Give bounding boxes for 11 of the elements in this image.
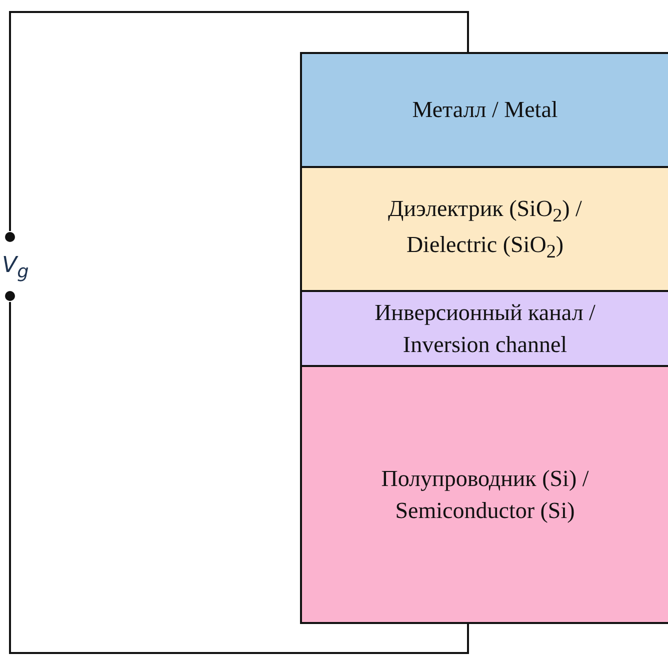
voltage-label: V$_{g}$ (2, 253, 29, 282)
dielectric-layer (300, 166, 668, 292)
metal-layer (300, 52, 668, 168)
semiconductor-layer (300, 365, 668, 624)
wire (9, 11, 469, 231)
layer-label: Инверсионный канал / Inversion channel (374, 299, 596, 358)
wire (9, 302, 469, 654)
layer-label: Металл / Metal (411, 96, 559, 124)
layer-label: Полупроводник (Si) / Semiconductor (Si) (380, 465, 590, 525)
channel-layer (300, 290, 668, 367)
layer-label: Диэлектрик (SiO$_{2}$) / Dielectric (SiO$_{2}$) (387, 194, 583, 265)
